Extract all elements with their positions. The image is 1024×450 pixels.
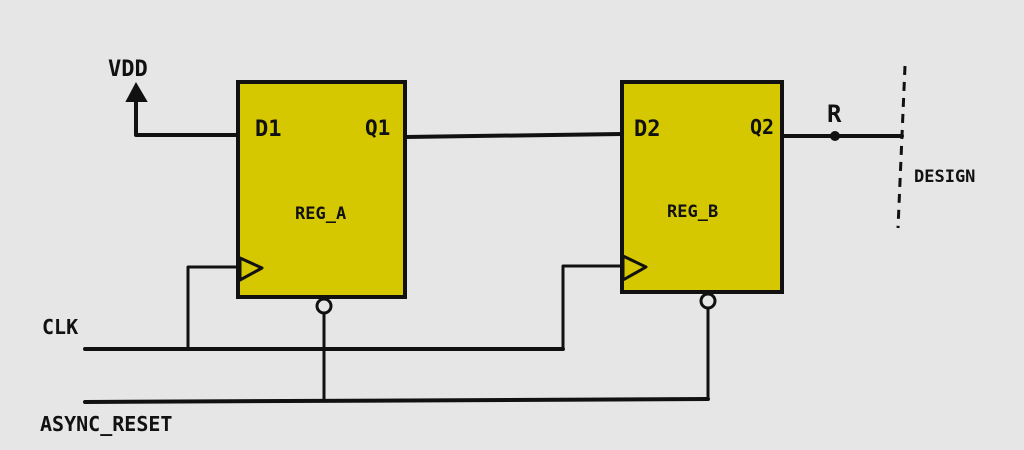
inversion-bubble-icon <box>315 297 333 315</box>
register-a-q-pin: Q1 <box>365 116 390 140</box>
inversion-bubble-icon <box>699 292 717 310</box>
up-arrow-icon <box>125 81 148 102</box>
output-node-icon <box>830 131 840 141</box>
design-boundary <box>896 65 907 229</box>
register-a-body <box>236 80 407 299</box>
vdd-label: VDD <box>108 57 148 82</box>
register-b-q-pin: Q2 <box>750 115 774 139</box>
output-r: R <box>780 100 904 141</box>
async-reset-net: ASYNC_RESET <box>40 292 717 436</box>
register-a: D1 Q1 REG_A <box>236 80 407 299</box>
register-a-name: REG_A <box>295 204 346 224</box>
clk-label: CLK <box>42 315 78 339</box>
register-a-d-pin: D1 <box>255 117 282 142</box>
vdd-wire <box>134 98 240 137</box>
clock-triangle-icon <box>238 256 264 282</box>
design-label: DESIGN <box>914 167 975 187</box>
clock-triangle-icon <box>621 254 648 282</box>
r-label: R <box>827 100 842 128</box>
register-b-name: REG_B <box>667 202 718 222</box>
register-b-d-pin: D2 <box>634 117 661 142</box>
async-reset-label: ASYNC_RESET <box>40 412 172 436</box>
clk-to-register-b <box>561 264 625 351</box>
clk-to-register-a <box>186 265 242 351</box>
register-b-body <box>620 80 784 294</box>
async-reset-wire <box>83 397 710 404</box>
q1-to-d2-wire <box>403 132 624 139</box>
register-b: D2 Q2 REG_B <box>620 80 784 294</box>
vdd-supply: VDD <box>108 57 240 137</box>
